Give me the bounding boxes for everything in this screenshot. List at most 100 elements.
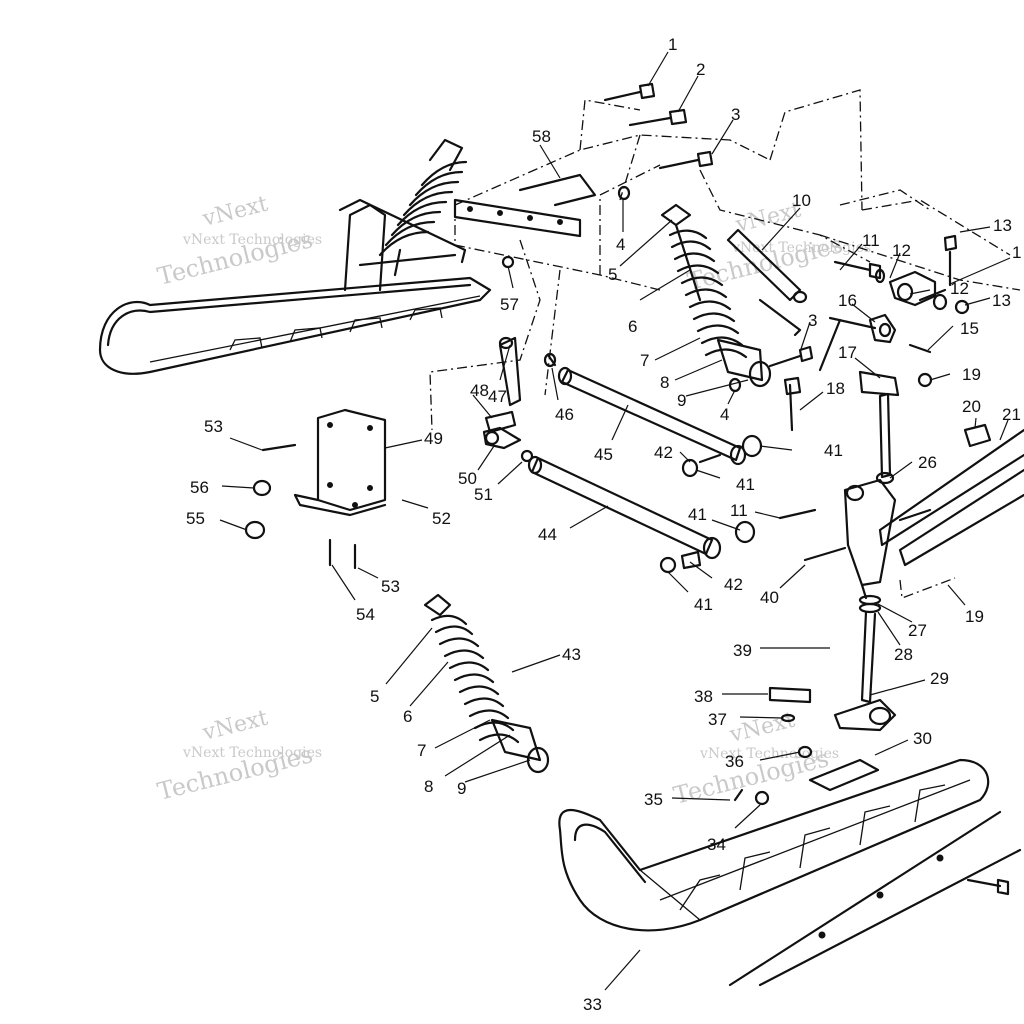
watermark-upper-right: vNext vNext Technologies Technologies xyxy=(685,198,871,296)
callout-4b: 4 xyxy=(720,405,729,424)
callout-1: 1 xyxy=(668,35,677,54)
callout-30: 30 xyxy=(913,729,932,748)
callout-12: 12 xyxy=(892,241,911,260)
tie-rod-end-assembly xyxy=(726,228,970,432)
callout-58: 58 xyxy=(532,127,551,146)
callout-9: 9 xyxy=(677,391,686,410)
callout-5: 5 xyxy=(608,265,617,284)
callout-18: 18 xyxy=(826,379,845,398)
callout-52: 52 xyxy=(432,509,451,528)
callout-26: 26 xyxy=(918,453,937,472)
callout-7b: 7 xyxy=(417,741,426,760)
callout-4: 4 xyxy=(616,235,625,254)
svg-text:vNext: vNext xyxy=(726,708,797,748)
callout-45: 45 xyxy=(594,445,613,464)
callout-46: 46 xyxy=(555,405,574,424)
callout-57: 57 xyxy=(500,295,519,314)
callout-19: 19 xyxy=(962,365,981,384)
callout-41c: 41 xyxy=(688,505,707,524)
callout-13b: 13 xyxy=(992,291,1011,310)
callout-8: 8 xyxy=(660,373,669,392)
background-coil-spring xyxy=(378,138,468,257)
callout-13: 13 xyxy=(993,216,1012,235)
bolt-3-lower xyxy=(768,345,814,368)
callout-41b: 41 xyxy=(736,475,755,494)
bolt-1 xyxy=(603,82,656,102)
svg-text:vNext Technologies: vNext Technologies xyxy=(182,232,322,248)
callout-50: 50 xyxy=(458,469,477,488)
callout-48: 48 xyxy=(470,381,489,400)
callout-16: 16 xyxy=(838,291,857,310)
callout-11b: 11 xyxy=(730,501,748,520)
callout-40: 40 xyxy=(760,588,779,607)
callout-9b: 9 xyxy=(457,779,466,798)
callout-41d: 41 xyxy=(694,595,713,614)
callout-41: 41 xyxy=(824,441,843,460)
spindle-post xyxy=(833,392,897,732)
leader-lines xyxy=(219,51,1011,991)
steering-bracket-49 xyxy=(293,408,387,517)
watermark-upper-left: vNext vNext Technologies Technologies xyxy=(155,192,322,291)
lower-shock-absorber xyxy=(423,593,550,774)
callout-1b: 1 xyxy=(1012,243,1021,262)
watermark-lower-right: vNext vNext Technologies Technologies xyxy=(671,708,839,810)
bushing-48 xyxy=(484,410,517,434)
callout-36: 36 xyxy=(725,752,744,771)
background-ski-assembly xyxy=(98,138,492,375)
callout-42: 42 xyxy=(654,443,673,462)
callout-42b: 42 xyxy=(724,575,743,594)
callout-37: 37 xyxy=(708,710,727,729)
callout-17: 17 xyxy=(838,343,857,362)
washer-4-upper xyxy=(617,185,631,201)
callout-51: 51 xyxy=(474,485,493,504)
bolt-2 xyxy=(628,108,688,127)
svg-text:vNext: vNext xyxy=(199,706,270,746)
callout-56: 56 xyxy=(190,478,209,497)
bolt-3-upper xyxy=(658,150,714,170)
callout-47: 47 xyxy=(488,387,507,406)
callout-6b: 6 xyxy=(403,707,412,726)
bracket-hardware xyxy=(244,255,515,570)
callout-8b: 8 xyxy=(424,777,433,796)
svg-text:vNext: vNext xyxy=(199,192,270,232)
callout-34: 34 xyxy=(707,835,726,854)
tie-rod-44 xyxy=(527,455,722,560)
callout-55: 55 xyxy=(186,509,205,528)
callout-15: 15 xyxy=(960,319,979,338)
watermark-lower-left: vNext vNext Technologies Technologies xyxy=(155,706,322,806)
washer-4-lower xyxy=(728,377,742,393)
steering-arm-47 xyxy=(498,336,522,407)
callout-28: 28 xyxy=(894,645,913,664)
callout-10: 10 xyxy=(792,191,811,210)
front-ski xyxy=(558,686,1022,987)
callout-7: 7 xyxy=(640,351,649,370)
callout-49: 49 xyxy=(424,429,443,448)
callout-21: 21 xyxy=(1002,405,1021,424)
chassis-frame xyxy=(429,89,1021,599)
tie-rod-end-50 xyxy=(482,426,522,450)
callout-27: 27 xyxy=(908,621,927,640)
callout-11: 11 xyxy=(862,231,880,250)
tie-rod-45 xyxy=(557,366,747,466)
callout-43: 43 xyxy=(562,645,581,664)
callout-3: 3 xyxy=(731,105,740,124)
callout-6: 6 xyxy=(628,317,637,336)
callout-labels: 1 2 3 58 4 10 13 1 11 12 12 13 5 16 15 6… xyxy=(186,35,1021,1014)
callout-33: 33 xyxy=(583,995,602,1014)
callout-53b: 53 xyxy=(381,577,400,596)
callout-54: 54 xyxy=(356,605,375,624)
callout-3b: 3 xyxy=(808,311,817,330)
callout-39: 39 xyxy=(733,641,752,660)
upper-frame-bracket xyxy=(453,173,597,238)
callout-38: 38 xyxy=(694,687,713,706)
callout-44: 44 xyxy=(538,525,557,544)
callout-35: 35 xyxy=(644,790,663,809)
callout-53: 53 xyxy=(204,417,223,436)
callout-20: 20 xyxy=(962,397,981,416)
right-shock-absorber xyxy=(660,203,772,388)
bumper-rail xyxy=(878,423,1024,567)
callout-2: 2 xyxy=(696,60,705,79)
svg-text:vNext Technologies: vNext Technologies xyxy=(182,745,322,761)
